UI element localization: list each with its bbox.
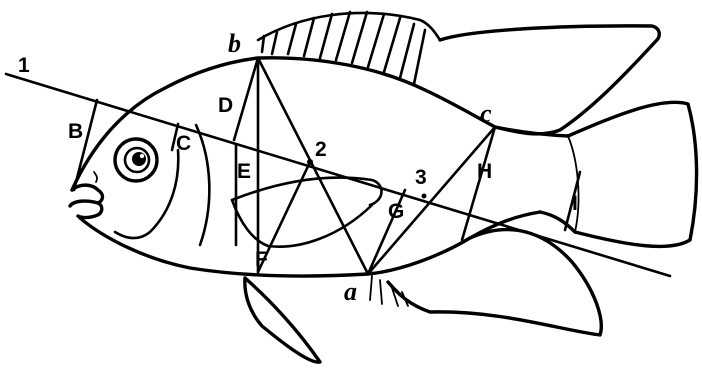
label-segment-C: C: [176, 132, 191, 155]
dorsal-fin-spines: [262, 12, 425, 84]
ventral-profile: [80, 212, 540, 276]
lower-lip: [70, 201, 102, 217]
pelvic-fin: [245, 278, 320, 362]
label-segment-I: I: [572, 192, 578, 215]
label-point-b: b: [228, 29, 241, 58]
label-segment-B: B: [68, 120, 83, 143]
eye-highlight: [140, 154, 144, 158]
line-c-to-peduncle: [462, 127, 495, 240]
label-point-c: c: [480, 99, 492, 128]
label-segment-D: D: [218, 94, 233, 117]
anal-fin-spines: [370, 276, 408, 306]
line-1: [6, 74, 670, 276]
segment-B-line: [74, 100, 97, 190]
label-line-3: 3: [415, 166, 427, 189]
segment-D-line: [234, 58, 258, 140]
dorsal-profile: [72, 58, 495, 190]
label-segment-G: G: [388, 200, 404, 223]
label-segment-F: F: [255, 248, 268, 271]
label-point-a: a: [344, 277, 357, 306]
label-segment-E: E: [237, 160, 251, 183]
point-2-dot: [307, 159, 313, 165]
measurement-lines: [6, 58, 670, 276]
nostril: [94, 172, 97, 182]
point-3-dot: [422, 194, 427, 199]
caudal-fin: [568, 102, 697, 246]
soft-dorsal-fin: [440, 26, 659, 134]
label-line-1: 1: [18, 54, 30, 77]
fish-outline: [70, 12, 697, 362]
opercle-curve: [196, 125, 209, 245]
eye-pupil: [132, 152, 146, 166]
label-line-2: 2: [315, 138, 327, 161]
labels: 1 2 3 a b c B C D E F G H I: [18, 29, 578, 306]
label-segment-H: H: [477, 160, 492, 183]
